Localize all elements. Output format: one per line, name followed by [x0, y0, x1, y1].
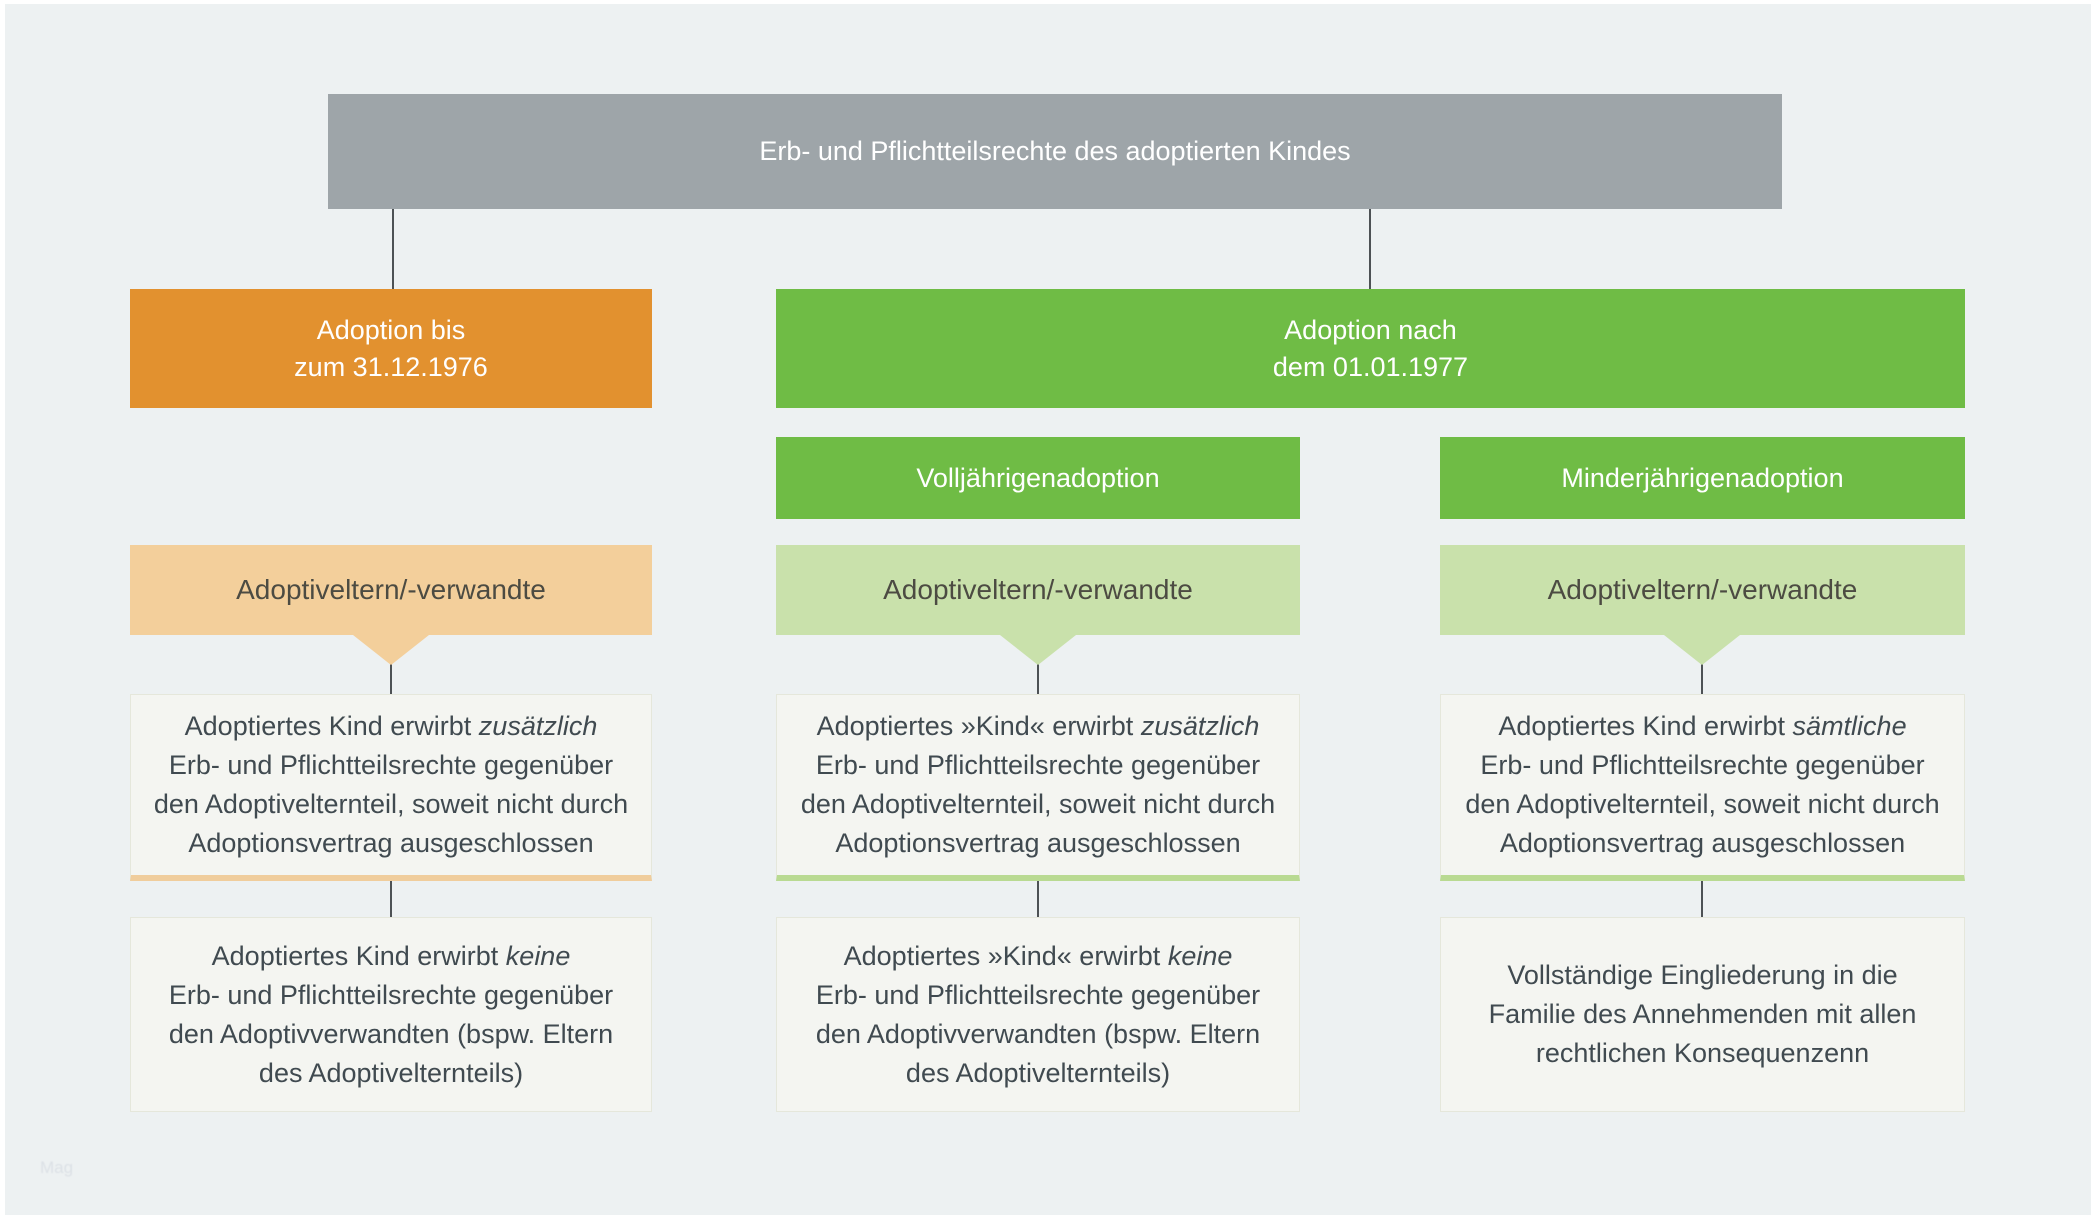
card-pre1977-rights-acquired: Adoptiertes Kind erwirbt zusätzlich Erb-… [130, 694, 652, 881]
connector-cards-minor [1701, 881, 1703, 919]
pointer-down-pre1977 [353, 635, 429, 665]
card-adult-no-rights: Adoptiertes »Kind« erwirbt keine Erb- un… [776, 917, 1300, 1112]
connector-root-to-pre1977 [392, 207, 394, 291]
connector-cards-pre1977 [390, 881, 392, 919]
node-minderjaehrigenadoption: Minderjährigenadoption [1440, 437, 1965, 519]
pointer-down-adult [1000, 635, 1076, 665]
node-adoption-pre1977: Adoption bis zum 31.12.1976 [130, 289, 652, 408]
connector-audience-card-pre1977 [390, 658, 392, 696]
connector-root-to-post1977 [1369, 207, 1371, 291]
node-adoption-post1977: Adoption nach dem 01.01.1977 [776, 289, 1965, 408]
connector-cards-adult [1037, 881, 1039, 919]
card-minor-full-integration: Vollständige Eingliederung in die Famili… [1440, 917, 1965, 1112]
connector-audience-card-minor [1701, 658, 1703, 696]
label-adoptiveltern-minor: Adoptiveltern/-verwandte [1440, 545, 1965, 635]
watermark-text: Mag [40, 1158, 74, 1177]
node-volljaehrigenadoption: Volljährigenadoption [776, 437, 1300, 519]
card-minor-rights-acquired: Adoptiertes Kind erwirbt sämtliche Erb- … [1440, 694, 1965, 881]
label-adoptiveltern-adult: Adoptiveltern/-verwandte [776, 545, 1300, 635]
connector-audience-card-adult [1037, 658, 1039, 696]
card-pre1977-no-rights: Adoptiertes Kind erwirbt keine Erb- und … [130, 917, 652, 1112]
pointer-down-minor [1664, 635, 1740, 665]
card-adult-rights-acquired: Adoptiertes »Kind« erwirbt zusätzlich Er… [776, 694, 1300, 881]
label-adoptiveltern-pre1977: Adoptiveltern/-verwandte [130, 545, 652, 635]
root-node-title: Erb- und Pflichtteilsrechte des adoptier… [328, 94, 1782, 209]
